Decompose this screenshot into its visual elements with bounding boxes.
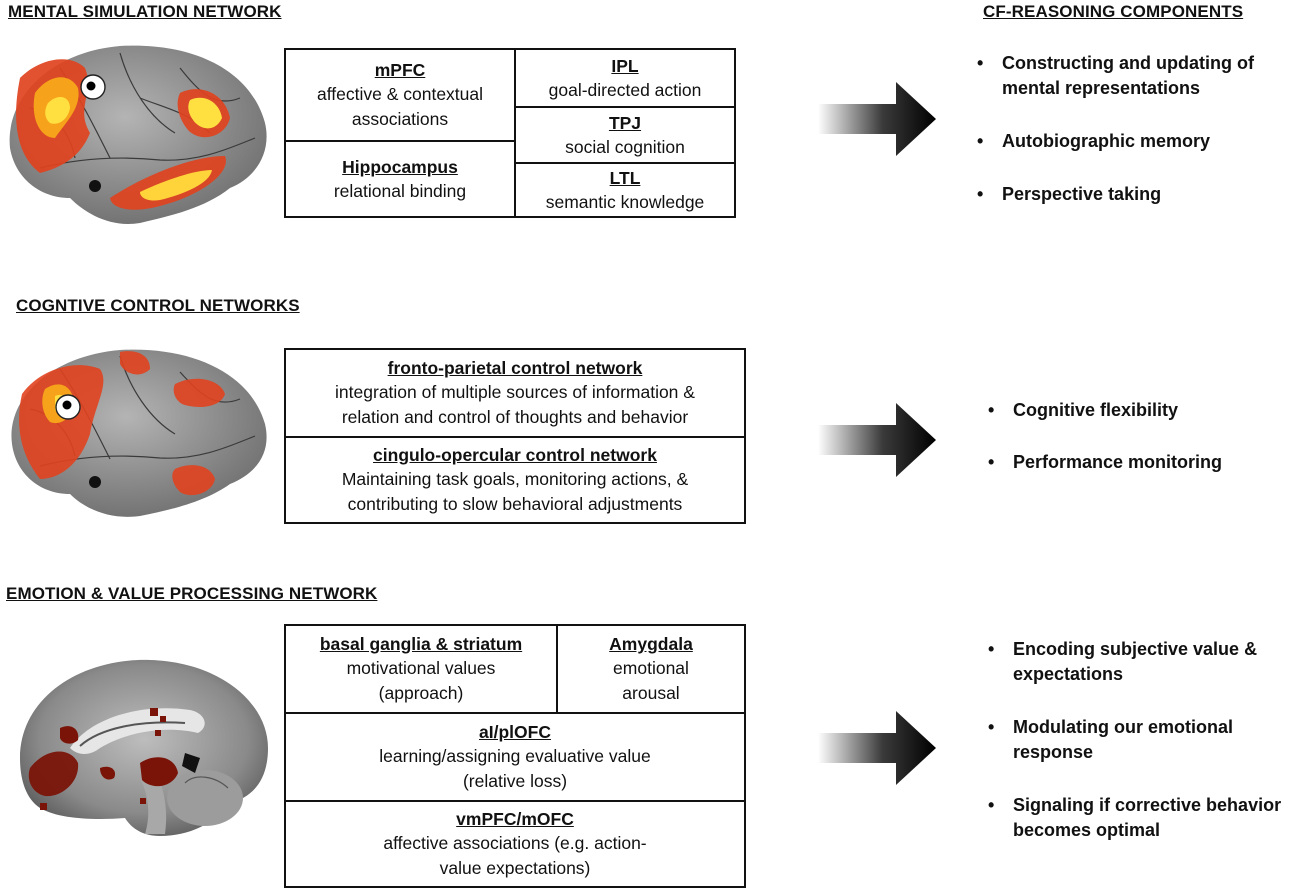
cell-title: IPL xyxy=(611,55,639,76)
cell-desc: motivational values (approach) xyxy=(346,658,496,703)
arrow-right-icon-2 xyxy=(818,403,936,477)
cell-fronto-parietal: fronto-parietal control network integrat… xyxy=(284,348,746,438)
arrow-right-icon-3 xyxy=(818,711,936,785)
cell-ltl: LTL semantic knowledge xyxy=(514,162,736,218)
cell-desc: affective associations (e.g. action-valu… xyxy=(383,833,647,878)
cell-desc: emotional arousal xyxy=(613,658,689,703)
bullet-item: •Constructing and updating of mental rep… xyxy=(977,53,1254,98)
cell-desc: relational binding xyxy=(333,180,467,201)
bullet-item: •Perspective taking xyxy=(977,184,1162,204)
cell-title: mPFC xyxy=(374,60,426,80)
cell-title: vmPFC/mOFC xyxy=(456,809,574,829)
bullet-item: •Encoding subjective value & expectation… xyxy=(988,639,1258,684)
cell-desc: learning/assigning evaluative value (rel… xyxy=(379,746,651,791)
cell-desc: semantic knowledge xyxy=(545,191,705,212)
cell-title: Hippocampus xyxy=(342,156,458,177)
cell-desc: Maintaining task goals, monitoring actio… xyxy=(341,469,689,514)
bullet-list-2: •Cognitive flexibility •Performance moni… xyxy=(986,398,1286,475)
cell-ai-plofc: aI/plOFC learning/assigning evaluative v… xyxy=(284,712,746,802)
cell-ipl: IPL goal-directed action xyxy=(514,48,736,108)
heading-cognitive-control: COGNTIVE CONTROL NETWORKS xyxy=(16,296,300,315)
brain-sagittal-image-3 xyxy=(0,648,272,838)
heading-cf-reasoning: CF-REASONING COMPONENTS xyxy=(983,2,1244,21)
brain-lateral-image-2 xyxy=(11,349,267,517)
bullet-item: •Cognitive flexibility xyxy=(988,400,1179,420)
cell-mpfc: mPFC affective & contextual associations xyxy=(284,48,516,142)
cell-title: aI/plOFC xyxy=(479,722,551,742)
brain-lateral-image-1 xyxy=(9,45,267,224)
cell-title: TPJ xyxy=(608,112,642,133)
bullet-item: •Performance monitoring xyxy=(988,452,1223,472)
arrow-right-icon-1 xyxy=(818,82,936,156)
bullet-item: •Modulating our emotional response xyxy=(988,717,1233,762)
cell-tpj: TPJ social cognition xyxy=(514,106,736,164)
bullet-list-1: •Constructing and updating of mental rep… xyxy=(975,51,1285,207)
bullet-item: •Autobiographic memory xyxy=(977,131,1211,151)
cell-title: cingulo-opercular control network xyxy=(373,445,657,465)
cell-title: Amygdala xyxy=(609,634,693,654)
cell-amygdala: Amygdala emotional arousal xyxy=(556,624,746,714)
heading-emotion-value: EMOTION & VALUE PROCESSING NETWORK xyxy=(6,584,378,603)
heading-mental-simulation: MENTAL SIMULATION NETWORK xyxy=(8,2,282,21)
cell-title: fronto-parietal control network xyxy=(387,358,643,378)
cell-cingulo-opercular: cingulo-opercular control network Mainta… xyxy=(284,436,746,524)
cell-desc: goal-directed action xyxy=(548,79,702,100)
cell-hippocampus: Hippocampus relational binding xyxy=(284,140,516,218)
cell-basal-ganglia: basal ganglia & striatum motivational va… xyxy=(284,624,558,714)
cell-title: LTL xyxy=(609,167,641,188)
cell-desc: affective & contextual associations xyxy=(316,84,484,129)
bullet-item: •Signaling if corrective behavior become… xyxy=(988,795,1282,840)
cell-title: basal ganglia & striatum xyxy=(319,634,523,654)
cell-vmpfc-mofc: vmPFC/mOFC affective associations (e.g. … xyxy=(284,800,746,888)
bullet-list-3: •Encoding subjective value & expectation… xyxy=(986,637,1296,843)
cell-desc: social cognition xyxy=(565,136,685,157)
cell-desc: integration of multiple sources of infor… xyxy=(335,382,695,427)
